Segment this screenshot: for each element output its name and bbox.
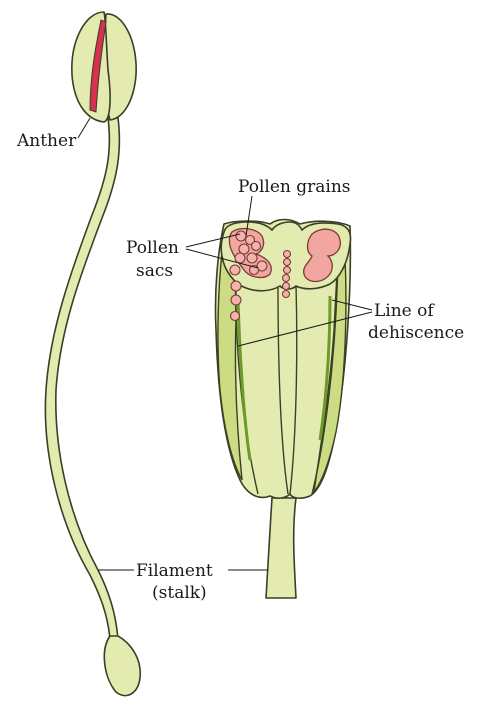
whole-stamen	[44, 11, 142, 697]
ridge-center-right	[289, 283, 298, 495]
pollen-grain	[282, 249, 292, 259]
pollen-grain	[229, 310, 241, 322]
label-pollen-grains: Pollen grains	[238, 177, 351, 197]
pollen-grain	[229, 264, 241, 276]
pollen-grain	[244, 234, 256, 246]
pollen-grain	[246, 252, 258, 264]
pollen-grains	[229, 230, 292, 322]
label-pollen-sacs-1: Pollen	[126, 238, 179, 258]
section-right-flank	[312, 239, 347, 495]
leader-dehiscence-left	[237, 311, 373, 347]
stamen-filament	[44, 117, 121, 641]
pollen-grain	[238, 243, 250, 255]
pollen-grain	[282, 265, 292, 275]
section-filament	[265, 497, 297, 599]
leader-pollen-sac-lower	[185, 248, 259, 269]
label-filament-1: Filament	[136, 561, 213, 581]
pollen-grain	[281, 273, 291, 283]
label-dehiscence-1: Line of	[374, 301, 435, 321]
dehiscence-line-right	[318, 295, 332, 441]
label-dehiscence-2: dehiscence	[368, 323, 464, 343]
filament-base	[103, 635, 142, 697]
leader-pollen-grains	[245, 195, 253, 237]
pollen-grain	[281, 281, 291, 291]
leader-pollen-sac-upper	[185, 233, 241, 248]
label-pollen-sacs-2: sacs	[136, 261, 173, 281]
ridge-center-left	[277, 283, 289, 495]
pollen-grain	[230, 294, 242, 306]
pollen-grain	[250, 240, 262, 252]
leader-anther	[77, 117, 91, 139]
pollen-sac-right	[303, 228, 341, 283]
pollen-grain	[235, 230, 247, 242]
label-anther: Anther	[16, 131, 77, 151]
anther-slit	[89, 19, 107, 113]
pollen-grain	[282, 257, 292, 267]
dehiscence-line-left	[236, 299, 252, 461]
pollen-grain	[234, 252, 246, 264]
label-filament-2: (stalk)	[152, 583, 207, 603]
pollen-grain	[230, 280, 242, 292]
leader-dehiscence-right	[331, 299, 373, 311]
pollen-grain	[281, 289, 291, 299]
